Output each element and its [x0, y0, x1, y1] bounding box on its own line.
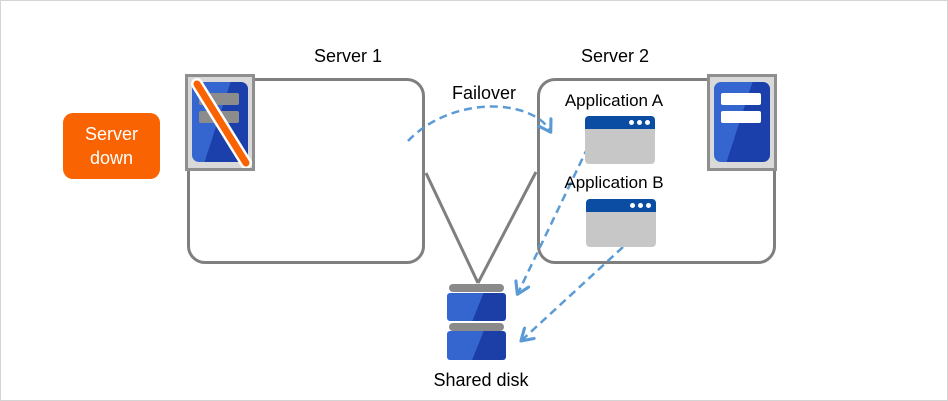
failover-arrow	[407, 105, 550, 142]
window-dots-icon	[630, 203, 651, 208]
server-slot-bar	[721, 93, 761, 105]
window-dots-icon	[629, 120, 650, 125]
server2-to-disk-line	[476, 171, 538, 284]
application-a-label: Application A	[564, 91, 664, 110]
application-a-window-icon	[585, 116, 655, 164]
disk-body	[447, 293, 506, 321]
disk-cap	[449, 284, 504, 292]
server-down-badge-label: Server down	[84, 124, 138, 168]
application-b-label: Application B	[564, 173, 664, 192]
server2-server-icon	[707, 74, 777, 171]
disk-body	[447, 331, 506, 360]
server1-title: Server 1	[313, 46, 383, 66]
window-titlebar	[586, 199, 656, 212]
shared-disk-icon	[447, 284, 507, 361]
server-body	[714, 82, 770, 162]
app-b-to-disk-arrow	[522, 246, 624, 340]
shared-disk-label: Shared disk	[433, 370, 529, 390]
slash-icon	[191, 78, 252, 168]
disk-cap	[449, 323, 504, 331]
server1-crossed-server-icon	[185, 74, 255, 171]
failover-label: Failover	[451, 83, 517, 103]
app-a-to-disk-arrow	[518, 146, 590, 293]
server-slot-bar	[721, 111, 761, 123]
server1-to-disk-line	[424, 172, 480, 284]
window-titlebar	[585, 116, 655, 129]
application-b-window-icon	[586, 199, 656, 247]
server-down-badge: Server down	[63, 113, 160, 179]
server2-title: Server 2	[580, 46, 650, 66]
